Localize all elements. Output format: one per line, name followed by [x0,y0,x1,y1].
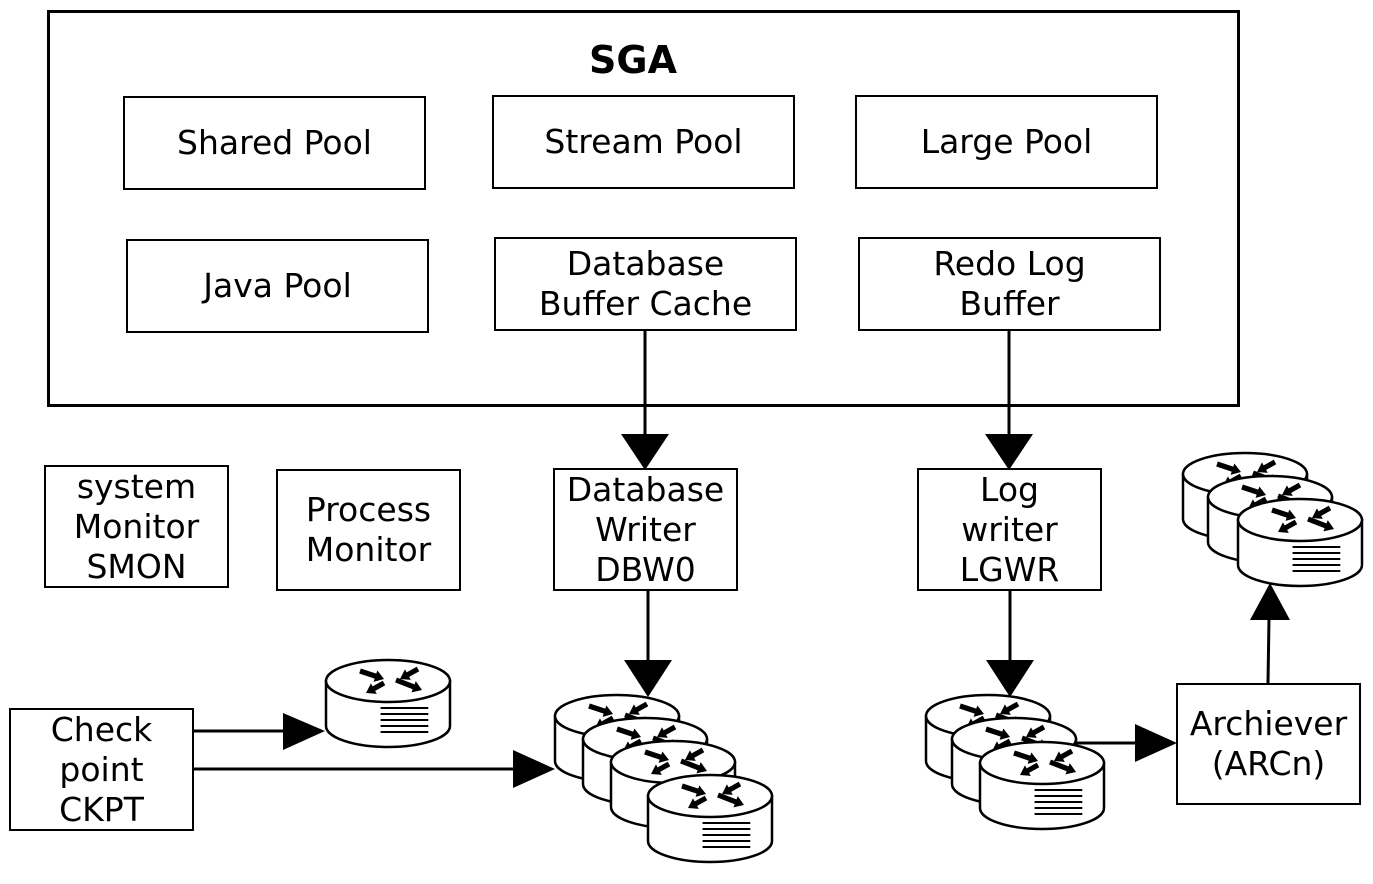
database-buffer-cache-box: Database Buffer Cache [494,237,797,331]
cache-to-dbwr-arrowhead [621,434,669,470]
large-pool-box: Large Pool [855,95,1158,189]
dbwr-box: Database Writer DBW0 [553,468,738,591]
database-disk-icon [324,658,452,749]
smon-box: system Monitor SMON [44,465,229,588]
sga-title: SGA [589,38,677,82]
arch-to-archive-line [1266,617,1271,684]
archiver-box: Archiever (ARCn) [1176,683,1361,805]
redo-log-buffer-box: Redo Log Buffer [858,237,1161,331]
ckpt-to-control-arrowhead [283,713,325,750]
database-disk-icon [1236,497,1364,588]
dbwr-to-datafiles-arrowhead [624,660,672,697]
shared-pool-box: Shared Pool [123,96,426,190]
arch-to-archive-arrowhead [1250,583,1290,620]
ckpt-to-datafiles-arrowhead [513,750,555,788]
java-pool-box: Java Pool [126,239,429,333]
lgwr-box: Log writer LGWR [917,468,1102,591]
lgwr-to-redofiles-arrowhead [986,660,1034,697]
ckpt-box: Check point CKPT [9,708,194,831]
redofiles-to-arch-arrowhead [1135,724,1177,762]
pmon-box: Process Monitor [276,469,461,591]
database-disk-icon [978,740,1106,831]
redo-to-lgwr-arrowhead [985,434,1033,470]
database-disk-icon [646,773,774,864]
stream-pool-box: Stream Pool [492,95,795,189]
